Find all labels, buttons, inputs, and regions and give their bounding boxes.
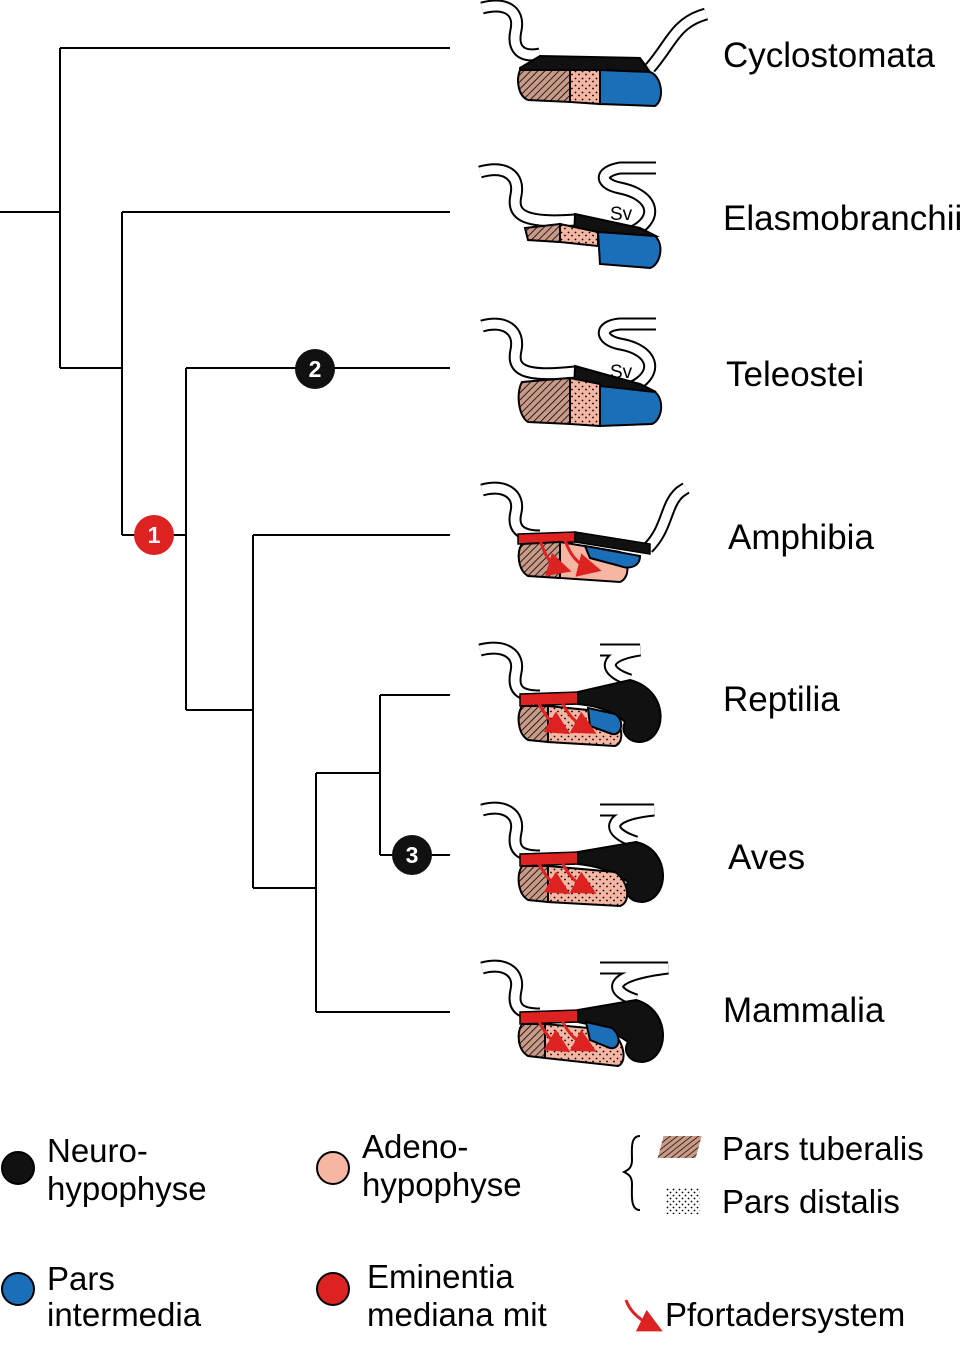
pituitary-cyclostomata (480, 0, 709, 108)
node-2: 2 (295, 349, 335, 389)
node-1-label: 1 (148, 522, 161, 548)
cladogram-tree (0, 47, 450, 1013)
sv-label-teleostei: Sv (610, 362, 633, 383)
legend-adenohypophyse-line2: hypophyse (362, 1166, 522, 1203)
neurohypophyse-swatch (1, 1151, 35, 1185)
taxon-label-reptilia: Reptilia (723, 680, 840, 719)
adenohypophyse-swatch (316, 1151, 350, 1185)
legend-pars-tuberalis: Pars tuberalis (722, 1130, 924, 1167)
pituitary-reptilia (478, 641, 662, 748)
eminentia-swatch (316, 1272, 350, 1306)
sv-label-elasmobranchii: Sv (610, 204, 633, 225)
pituitary-aves (480, 801, 664, 908)
legend-neurohypophyse-line1: Neuro- (47, 1132, 148, 1169)
brace-icon (621, 1135, 641, 1211)
pituitary-teleostei: Sv (480, 317, 663, 428)
taxon-label-amphibia: Amphibia (728, 518, 874, 557)
pituitary-elasmobranchii: Sv (478, 161, 662, 270)
taxon-label-elasmobranchii: Elasmobranchii (723, 199, 962, 238)
legend-adenohypophyse-line1: Adeno- (362, 1128, 468, 1165)
legend-neurohypophyse-line2: hypophyse (47, 1170, 207, 1207)
pars-tuberalis-swatch (657, 1136, 702, 1158)
taxon-label-aves: Aves (728, 838, 805, 877)
pars-intermedia-swatch (1, 1272, 35, 1306)
pars-distalis-swatch (666, 1188, 700, 1214)
legend-eminentia-line2: mediana mit (367, 1296, 547, 1333)
legend-pars-intermedia-line2: intermedia (47, 1296, 202, 1333)
legend-eminentia-line1: Eminentia (367, 1258, 514, 1295)
legend-pars-group: Pars tuberalis Pars distalis (621, 1130, 924, 1220)
taxon-label-cyclostomata: Cyclostomata (723, 36, 936, 75)
portal-arrow-icon (624, 1299, 663, 1332)
legend-pars-intermedia-line1: Pars (47, 1260, 115, 1297)
node-2-label: 2 (309, 356, 322, 382)
legend-pars-intermedia: Pars intermedia (1, 1260, 202, 1333)
legend-pfortadersystem: Pfortadersystem (665, 1296, 905, 1333)
node-3: 3 (392, 835, 432, 875)
legend-eminentia: Eminentia mediana mit (316, 1258, 547, 1333)
legend: Neuro- hypophyse Adeno- hypophyse Pars t… (1, 1128, 924, 1333)
node-1: 1 (134, 515, 174, 555)
pituitary-mammalia (480, 959, 669, 1068)
taxon-label-mammalia: Mammalia (723, 991, 885, 1030)
pituitary-amphibia (480, 481, 690, 584)
legend-adenohypophyse: Adeno- hypophyse (316, 1128, 522, 1203)
legend-neurohypophyse: Neuro- hypophyse (1, 1132, 207, 1207)
node-3-label: 3 (406, 842, 419, 868)
taxon-label-teleostei: Teleostei (726, 355, 864, 394)
legend-pars-distalis: Pars distalis (722, 1183, 900, 1220)
legend-pfortadersystem: Pfortadersystem (624, 1296, 905, 1333)
